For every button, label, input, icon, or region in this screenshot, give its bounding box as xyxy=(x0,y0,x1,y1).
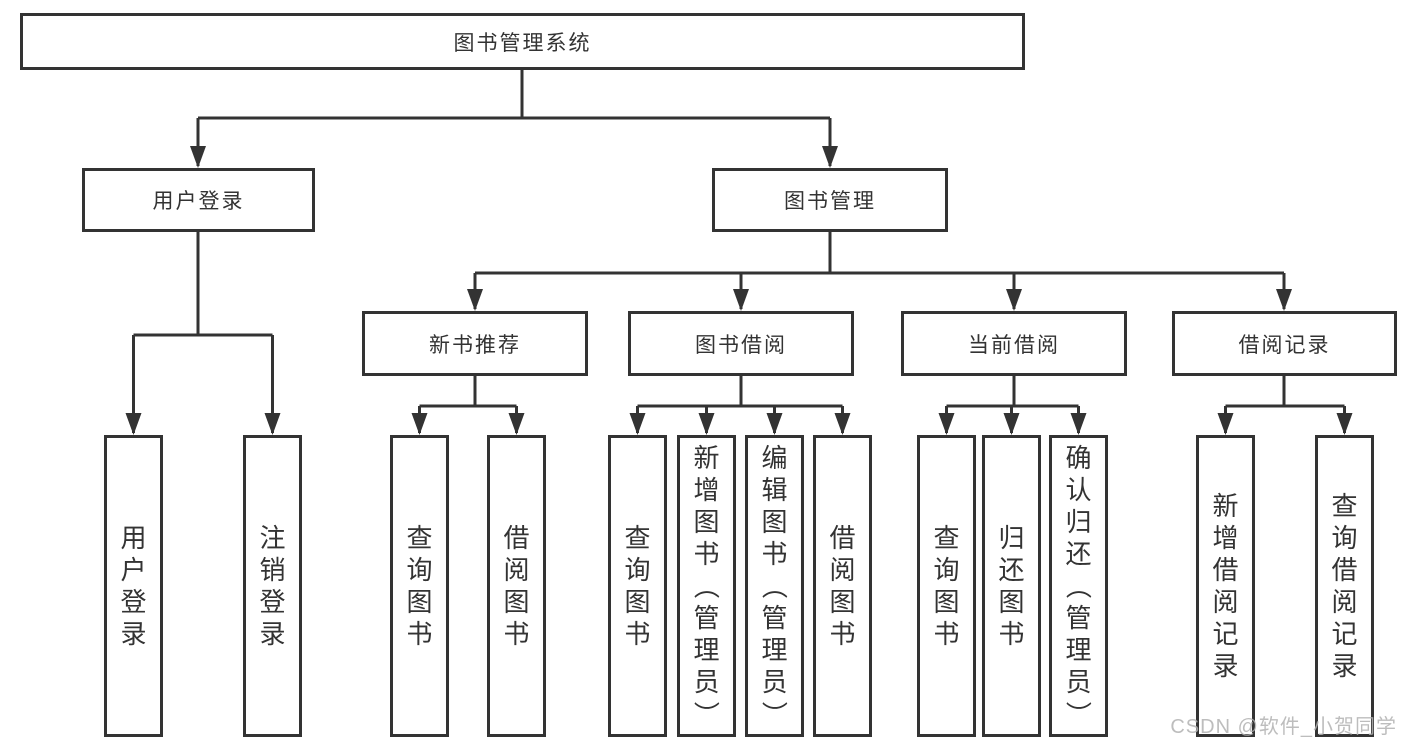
node-book-management-group-label: 图书管理 xyxy=(784,190,876,213)
node-new-book-recommend: 新书推荐 xyxy=(362,311,588,376)
connector-root-to-level2 xyxy=(196,70,832,166)
connector-bookmgmt-to-level3 xyxy=(473,232,1286,309)
leaf-query-books-2: 查询图书 xyxy=(608,435,667,737)
leaf-logout: 注销登录 xyxy=(243,435,302,737)
node-book-borrow: 图书借阅 xyxy=(628,311,854,376)
leaf-borrow-books-1: 借阅图书 xyxy=(487,435,546,737)
arrowheads-userlogin xyxy=(125,413,281,435)
arrowheads-currentborrow xyxy=(938,413,1087,435)
arrowheads-level2 xyxy=(190,146,838,168)
arrowheads-level3 xyxy=(467,289,1292,311)
node-user-login-group-label: 用户登录 xyxy=(152,190,245,213)
connector-userlogin-to-leaves xyxy=(132,232,274,433)
leaf-query-books-1: 查询图书 xyxy=(390,435,449,737)
leaf-query-borrow-record: 查询借阅记录 xyxy=(1315,435,1374,737)
node-user-login-group: 用户登录 xyxy=(82,168,315,232)
csdn-watermark: CSDN @软件_小贺同学 xyxy=(1170,716,1397,738)
node-new-book-recommend-label: 新书推荐 xyxy=(429,333,521,357)
node-current-borrow-label: 当前借阅 xyxy=(968,333,1060,357)
node-system-root: 图书管理系统 xyxy=(20,13,1025,70)
leaf-edit-books-admin: 编辑图书（管理员） xyxy=(745,435,804,737)
node-borrow-records: 借阅记录 xyxy=(1172,311,1397,376)
leaf-borrow-books-2: 借阅图书 xyxy=(813,435,872,737)
leaf-add-books-admin: 新增图书（管理员） xyxy=(677,435,736,737)
arrowheads-borrowrecords xyxy=(1217,413,1353,435)
node-book-management-group: 图书管理 xyxy=(712,168,948,232)
arrowheads-newbookrec xyxy=(411,413,525,435)
connector-bookborrow-to-leaves xyxy=(636,376,844,433)
leaf-return-books: 归还图书 xyxy=(982,435,1041,737)
leaf-user-login: 用户登录 xyxy=(104,435,163,737)
arrowheads-bookborrow xyxy=(629,413,851,435)
leaf-query-books-3: 查询图书 xyxy=(917,435,976,737)
node-system-root-label: 图书管理系统 xyxy=(453,31,592,55)
node-current-borrow: 当前借阅 xyxy=(901,311,1127,376)
leaf-confirm-return-admin: 确认归还（管理员） xyxy=(1049,435,1108,737)
leaf-add-borrow-record: 新增借阅记录 xyxy=(1196,435,1255,737)
connector-newbookrec-to-leaves xyxy=(418,376,518,433)
node-book-borrow-label: 图书借阅 xyxy=(695,333,787,357)
connector-borrowrecords-to-leaves xyxy=(1224,376,1346,433)
node-borrow-records-label: 借阅记录 xyxy=(1238,333,1331,357)
